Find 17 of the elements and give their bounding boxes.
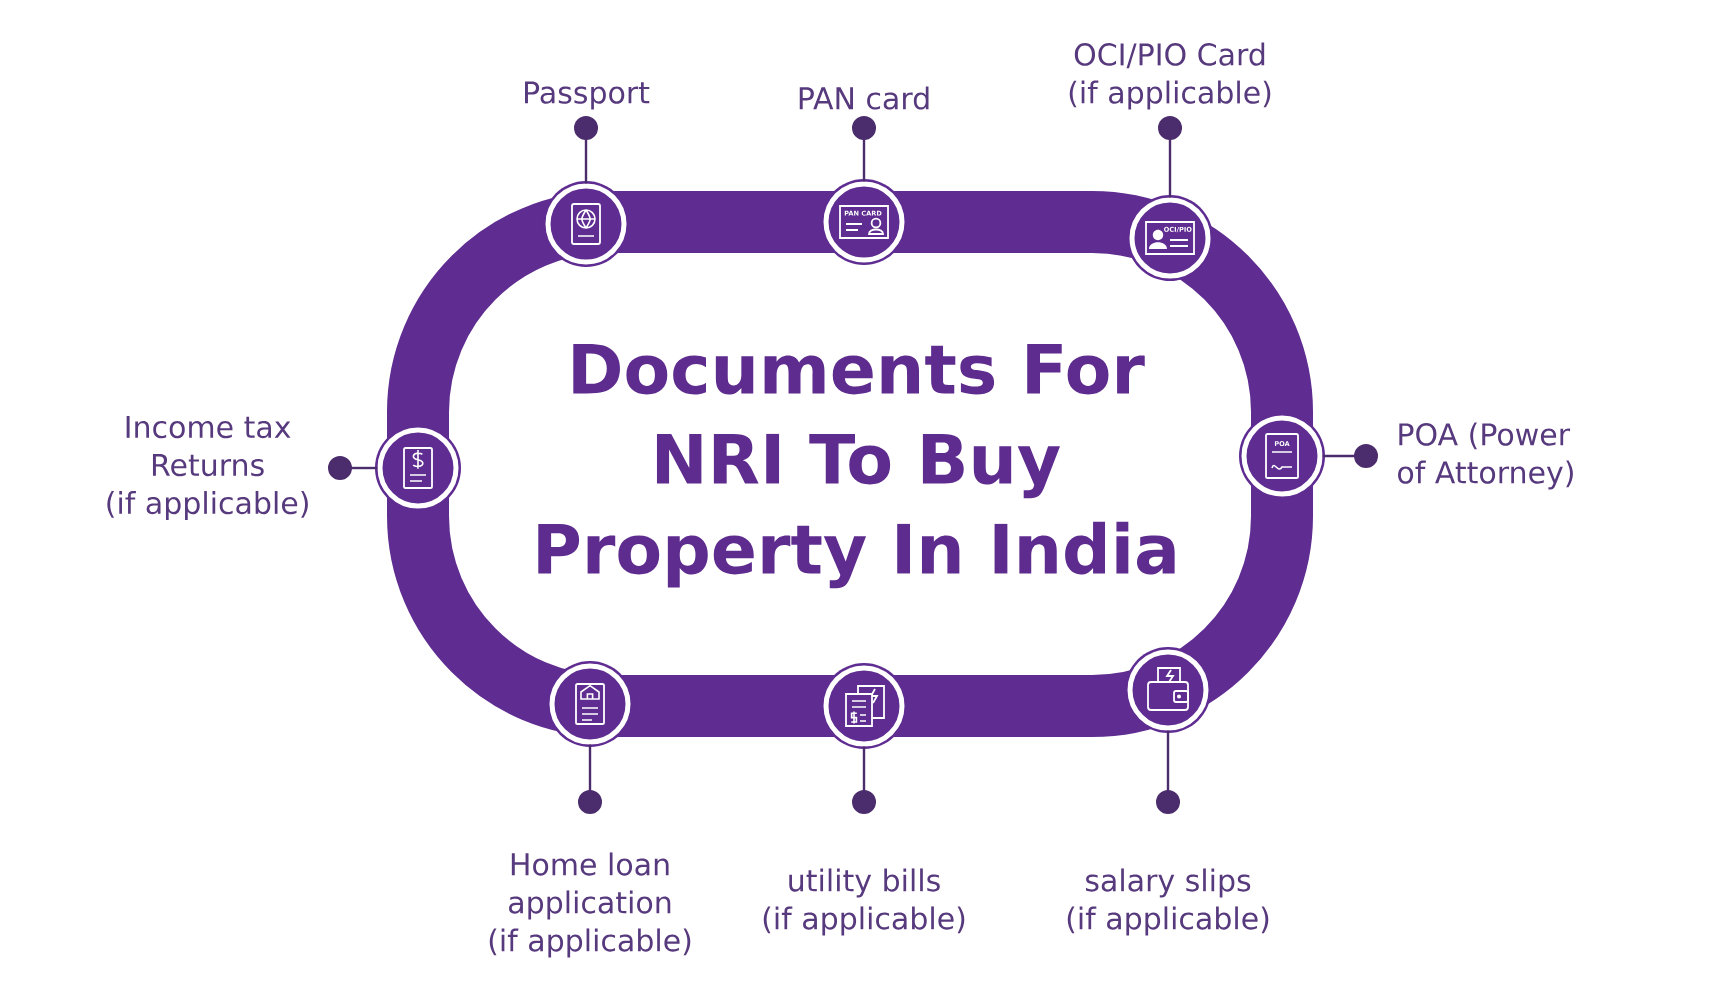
document-label: OCI/PIO Card (if applicable) — [1069, 42, 1271, 110]
leader-line — [852, 746, 876, 814]
leader-line — [574, 116, 598, 184]
document-label: Passport — [525, 81, 650, 110]
document-label: POA (Power of Attorney) — [1398, 422, 1573, 490]
leader-line — [1322, 444, 1378, 468]
document-label: PAN card — [799, 86, 929, 110]
leader-line — [1156, 730, 1180, 814]
leader-line — [852, 116, 876, 182]
document-label: utility bills (if applicable) — [763, 868, 965, 936]
leader-line — [578, 744, 602, 814]
document-label: Home loan application (if applicable) — [489, 852, 691, 958]
document-label: Income tax Returns (if applicable) — [107, 415, 308, 521]
leader-line — [328, 456, 378, 480]
leader-line — [1158, 116, 1182, 198]
title: Documents For NRI To Buy Property In India — [538, 343, 1175, 589]
document-label: salary slips (if applicable) — [1067, 868, 1269, 936]
